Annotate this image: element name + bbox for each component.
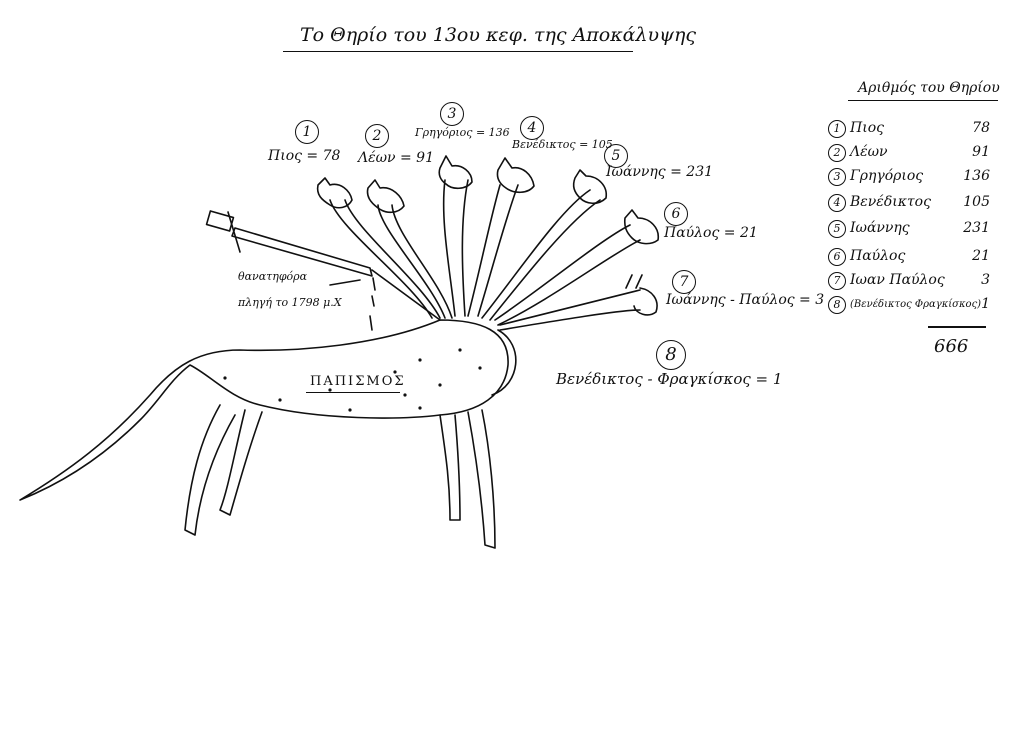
number-table-title-underline [848,100,998,101]
neck-3b [461,179,469,317]
head-1 [316,177,353,209]
leg-front-1 [439,414,461,521]
number-table-title: Αριθμός του Θηρίου [858,80,1000,96]
beast-body-label-underline [306,392,400,393]
wound-label-line-1: θανατηφόρα [238,270,308,283]
neck-6 [494,224,631,321]
row-value: 1 [981,296,990,312]
page-title: Το Θηρίο του 13ου κεφ. της Αποκάλυψης [300,24,697,46]
neck-5b [489,199,601,321]
row-value: 3 [981,272,990,288]
row-number: 2 [828,144,846,162]
row-name: Βενέδικτος [850,194,931,210]
sword-blade [231,227,373,277]
sword-hilt [205,210,235,232]
head-7-label: Ιωάννης - Παύλος = 3 [666,292,825,308]
neck-2 [377,204,446,319]
beast-chest [491,329,517,396]
row-number: 8 [828,296,846,314]
sword-wound-line [371,269,441,321]
head-1-number: 1 [295,120,319,144]
row-number: 5 [828,220,846,238]
row-name: Γρηγόριος [850,168,924,184]
head-6-label: Παύλος = 21 [664,225,758,241]
head-1-label: Πιος = 78 [268,148,341,164]
number-table-total: 666 [934,336,969,357]
neck-3 [442,179,456,317]
leg-back-1 [184,404,236,536]
row-number: 7 [828,272,846,290]
number-table-row: 8 (Βενέδικτος Φραγκίσκος) 1 [828,296,998,326]
head-6 [623,209,660,245]
head-4 [496,157,535,194]
leg-front-2 [467,409,496,549]
head-4-label: Βενέδικτος = 105 [512,138,613,151]
head-3 [438,155,473,190]
row-number: 3 [828,168,846,186]
head-6-number: 6 [664,202,688,226]
head-7-number: 7 [672,270,696,294]
number-table-row: 6 Παύλος 21 [828,248,998,272]
number-table-row: 7 Ιωαν Παύλος 3 [828,272,998,296]
head-2-number: 2 [365,124,389,148]
head-8-number: 8 [656,340,686,370]
beast-body [19,319,509,501]
row-value: 91 [972,144,990,160]
head-5 [572,169,608,205]
row-value: 78 [972,120,990,136]
beast-body-label: ΠΑΠΙΣΜΟΣ [310,374,406,389]
number-table-row: 3 Γρηγόριος 136 [828,168,998,192]
head-8-label: Βενέδικτος - Φραγκίσκος = 1 [556,370,783,388]
head-5-number: 5 [604,144,628,168]
neck-6b [497,239,641,326]
body-spots [223,348,482,412]
neck-4b [477,184,519,317]
number-table-row: 4 Βενέδικτος 105 [828,194,998,218]
row-value: 136 [963,168,990,184]
neck-7 [499,289,641,326]
row-number: 4 [828,194,846,212]
row-name: Πιος [850,120,884,136]
row-number: 6 [828,248,846,266]
number-table-row: 5 Ιωάννης 231 [828,220,998,244]
row-name: (Βενέδικτος Φραγκίσκος) [850,299,982,310]
head-5-label: Ιωάννης = 231 [606,164,714,180]
sword-guard [227,211,241,253]
row-name: Παύλος [850,248,906,264]
neck-2b [391,204,453,319]
number-table-row: 2 Λέων 91 [828,144,998,168]
row-value: 21 [972,248,990,264]
leg-back-2 [219,409,263,516]
number-table-sum-line [928,326,986,328]
head-4-number: 4 [520,116,544,140]
wound-label-line-2: πληγή το 1798 μ.Χ [238,296,342,309]
row-number: 1 [828,120,846,138]
head-2 [366,179,405,214]
neck-1 [329,199,433,319]
neck-5 [481,189,591,319]
row-name: Λέων [850,144,888,160]
number-table-row: 1 Πιος 78 [828,120,998,144]
head-3-label: Γρηγόριος = 136 [415,126,510,139]
blood-drops [369,277,376,331]
row-value: 105 [963,194,990,210]
row-name: Ιωαν Παύλος [850,272,945,288]
row-value: 231 [963,220,990,236]
head-3-number: 3 [440,102,464,126]
wound-arrow [329,279,361,286]
head-2-label: Λέων = 91 [358,150,434,166]
row-name: Ιωάννης [850,220,910,236]
neck-7b [499,309,641,331]
neck-4 [467,184,501,317]
title-underline [283,51,633,52]
head-7 [625,274,658,316]
neck-1b [344,199,441,319]
